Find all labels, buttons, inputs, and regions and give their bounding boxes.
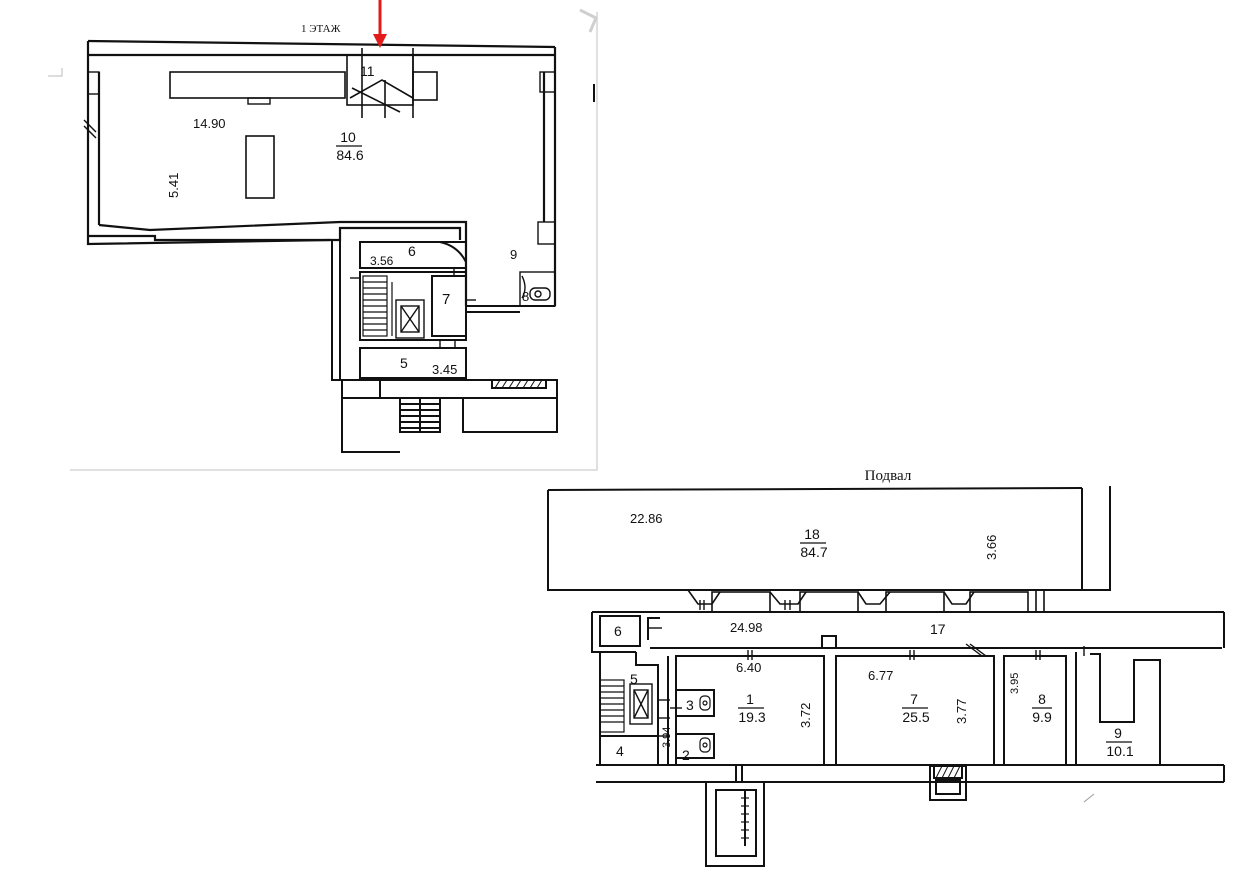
room-9-label: 9 [510,247,517,262]
room-8-number: 8 [1038,691,1046,707]
dim-room-1-depth: 3.72 [798,703,813,728]
room-5-label: 5 [400,355,408,371]
room-18-area: 84.7 [800,544,827,560]
basement-title: Подвал [865,468,912,484]
room-7-label: 7 [442,291,450,308]
dim-room-5: 3.45 [432,362,457,377]
corridor-17-label: 17 [930,621,946,637]
dim-hall-width: 14.90 [193,116,226,131]
corridor-17 [592,611,1225,649]
corner-mark [579,8,598,33]
dim-room-1-width: 6.40 [736,660,761,675]
basement-core [591,612,715,765]
room-9-number: 9 [1114,725,1122,741]
room-9-area: 10.1 [1106,743,1133,759]
room-4-b-label: 4 [616,743,624,759]
room-3-b-label: 3 [686,697,694,713]
elevator-icon [629,683,653,725]
crop-mark [48,68,63,77]
room-11-vestibule [346,48,438,118]
dim-room-8: 3.95 [1009,673,1021,694]
hatch [494,379,543,389]
dim-hall-depth: 5.41 [166,173,181,198]
room-6-label: 6 [408,243,416,259]
toilet-icon [519,271,556,307]
room-5-b-label: 5 [630,671,638,687]
dim-room-18-length: 22.86 [630,511,663,526]
bottom-stair-pit [705,765,765,867]
entrance-stairs [341,379,558,453]
room-1-number: 1 [746,691,754,707]
entrance-arrow-icon [373,0,387,48]
basement-plan: Подвал [547,468,1225,867]
stairs-icon [599,679,625,733]
room-11-label: 11 [360,63,375,79]
room-7-number: 7 [910,691,918,707]
room-10-area: 84.6 [336,147,363,163]
floor1-plan: 1 ЭТАЖ 11 14.90 10 84.6 5.41 3.56 6 7 9 … [48,0,598,471]
room-6 [599,615,641,647]
dim-corridor: 24.98 [730,620,763,635]
floor1-title: 1 ЭТАЖ [301,23,341,35]
room-6-b-label: 6 [614,623,622,639]
dim-room-3: 3.94 [661,727,673,748]
floor1-panel-border [70,12,598,471]
room-2-b-label: 2 [682,747,690,763]
room-18-number: 18 [804,526,820,542]
dim-room-18-depth: 3.66 [984,535,999,560]
room-10-number: 10 [340,129,356,145]
dim-room-6: 3.56 [370,254,394,268]
room-8-label: 8 [522,289,529,304]
dim-room-7-width: 6.77 [868,668,893,683]
elevator-icon [395,299,425,339]
room-1-area: 19.3 [738,709,765,725]
room-8-area: 9.9 [1032,709,1052,725]
room-7-area: 25.5 [902,709,929,725]
dim-room-7-depth: 3.77 [954,699,969,724]
room-18 [547,486,1111,591]
column [245,135,275,199]
stairs-icon [362,275,393,337]
toilet-icon [699,695,711,753]
